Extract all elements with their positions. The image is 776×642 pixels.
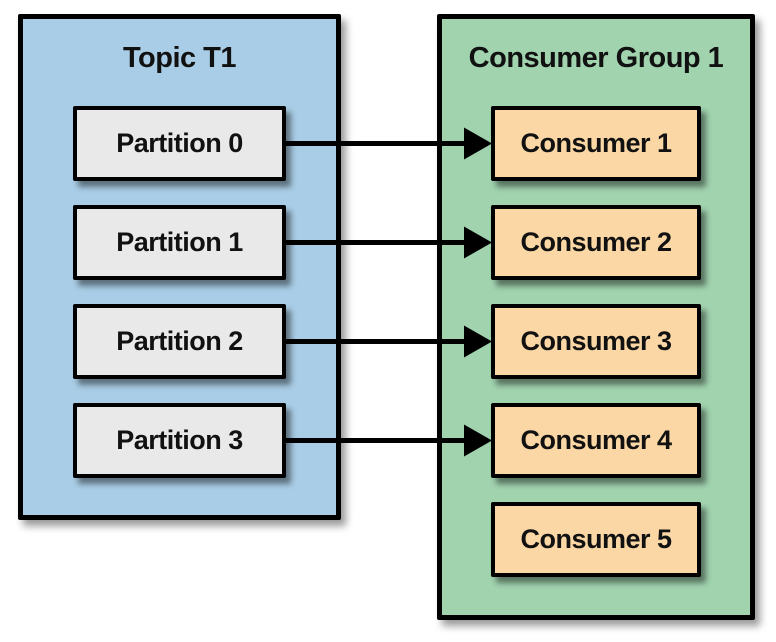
consumer-list: Consumer 1 Consumer 2 Consumer 3 Consumer 4… [442, 106, 750, 577]
partition-box: Partition 1 [73, 205, 286, 280]
consumer-box: Consumer 4 [491, 403, 701, 478]
topic-title: Topic T1 [122, 42, 237, 74]
consumer-box: Consumer 2 [491, 205, 701, 280]
consumer-box: Consumer 1 [491, 106, 701, 181]
consumer-box: Consumer 3 [491, 304, 701, 379]
partition-box: Partition 2 [73, 304, 286, 379]
partition-box: Partition 3 [73, 403, 286, 478]
partition-box: Partition 0 [73, 106, 286, 181]
consumer-group-title: Consumer Group 1 [468, 42, 724, 74]
partition-list: Partition 0 Partition 1 Partition 2 Partiti… [23, 106, 336, 478]
consumer-box: Consumer 5 [491, 502, 701, 577]
